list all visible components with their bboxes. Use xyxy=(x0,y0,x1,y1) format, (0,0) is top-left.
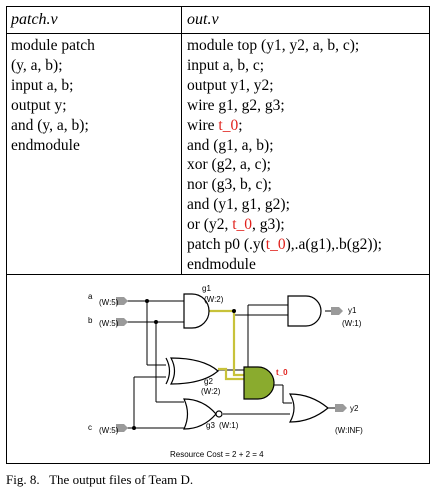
out-code-line: wire g1, g2, g3; xyxy=(187,96,382,116)
input-a-width: (W:5) xyxy=(99,298,119,307)
code-token: input a, b, c; xyxy=(187,56,265,74)
or-gate-y2 xyxy=(288,393,329,423)
code-token: output y1, y2; xyxy=(187,76,274,94)
patch-and-gate-t0 xyxy=(243,366,275,400)
input-port-c xyxy=(116,424,128,432)
patch-v-header: patch.v xyxy=(11,11,58,28)
code-token: wire xyxy=(187,116,219,134)
figure-caption: Fig. 8. The output files of Team D. xyxy=(6,472,194,487)
out-code-line: and (y1, g1, g2); xyxy=(187,195,382,215)
nor-gate-g3 xyxy=(183,398,223,430)
code-token: ; xyxy=(238,116,243,134)
circuit-diagram: a (W:5) b (W:5) c (W:5) g1 (W:2) g2 (W:2… xyxy=(88,284,363,459)
input-a-label: a xyxy=(88,292,93,301)
xor-gate-g2 xyxy=(165,357,219,385)
and-gate-g1 xyxy=(183,293,210,329)
code-token: endmodule xyxy=(187,255,256,273)
patch-code-line: output y; xyxy=(11,96,67,114)
header-divider xyxy=(7,33,429,34)
t0-label: t_0 xyxy=(276,368,288,377)
out-v-header: out.v xyxy=(187,11,219,28)
code-token: xor (g2, a, c); xyxy=(187,156,271,174)
patch-wires xyxy=(205,309,244,381)
out-code-line: output y1, y2; xyxy=(187,76,382,96)
code-token: nor (g3, b, c); xyxy=(187,176,272,194)
column-divider xyxy=(181,7,182,274)
patch-code-line: input a, b; xyxy=(11,76,74,94)
code-token: and (y1, g1, g2); xyxy=(187,196,290,214)
out-code-line: wire t_0; xyxy=(187,116,382,136)
out-code-line: xor (g2, a, c); xyxy=(187,155,382,175)
out-code-line: nor (g3, b, c); xyxy=(187,175,382,195)
out-code-line: endmodule xyxy=(187,255,382,275)
highlighted-token: t_0 xyxy=(218,116,239,134)
output-port-y1 xyxy=(331,307,343,315)
out-code-line: or (y2, t_0, g3); xyxy=(187,215,382,235)
input-b-label: b xyxy=(88,316,93,325)
out-v-code: module top (y1, y2, a, b, c); input a, b,… xyxy=(187,36,382,275)
figure-table: patch.v out.v module patch (y, a, b); inpu… xyxy=(6,6,430,464)
g1-width: (W:2) xyxy=(204,295,224,304)
input-c-label: c xyxy=(88,423,92,432)
code-token: ),.a(g1),.b(g2)); xyxy=(285,236,382,254)
highlighted-token: t_0 xyxy=(232,216,253,234)
g1-label: g1 xyxy=(202,284,211,293)
code-token: or (y2, xyxy=(187,216,233,234)
output-port-y2 xyxy=(335,404,347,412)
out-code-line: input a, b, c; xyxy=(187,56,382,76)
y2-label: y2 xyxy=(350,404,359,413)
g3-width: (W:1) xyxy=(219,421,239,430)
input-port-a xyxy=(116,297,128,305)
patch-code-line: (y, a, b); xyxy=(11,56,63,74)
out-code-line: patch p0 (.y(t_0),.a(g1),.b(g2)); xyxy=(187,235,382,255)
g2-width: (W:2) xyxy=(201,387,221,396)
patch-code-line: module patch xyxy=(11,37,95,54)
input-b-width: (W:5) xyxy=(99,319,119,328)
y1-width: (W:1) xyxy=(342,319,362,328)
patch-code-line: endmodule xyxy=(11,136,80,154)
input-c-width: (W:5) xyxy=(99,426,119,435)
resource-cost: Resource Cost = 2 + 2 = 4 xyxy=(170,450,264,459)
patch-v-code: module patch (y, a, b); input a, b; output … xyxy=(11,36,95,155)
code-token: patch p0 (.y( xyxy=(187,236,266,254)
g3-label: g3 xyxy=(206,421,215,430)
highlighted-token: t_0 xyxy=(265,236,286,254)
circuit-divider xyxy=(7,274,429,275)
g2-label: g2 xyxy=(204,377,213,386)
y2-width: (W:INF) xyxy=(335,426,363,435)
out-code-line: module top (y1, y2, a, b, c); xyxy=(187,36,382,56)
y1-label: y1 xyxy=(348,306,357,315)
out-code-line: and (g1, a, b); xyxy=(187,136,382,156)
code-token: module top (y1, y2, a, b, c); xyxy=(187,37,360,54)
patch-code-line: and (y, a, b); xyxy=(11,116,89,134)
code-token: and (g1, a, b); xyxy=(187,136,274,154)
code-token: wire g1, g2, g3; xyxy=(187,96,285,114)
input-port-b xyxy=(116,318,128,326)
and-gate-y1 xyxy=(287,295,322,327)
code-token: , g3); xyxy=(252,216,285,234)
